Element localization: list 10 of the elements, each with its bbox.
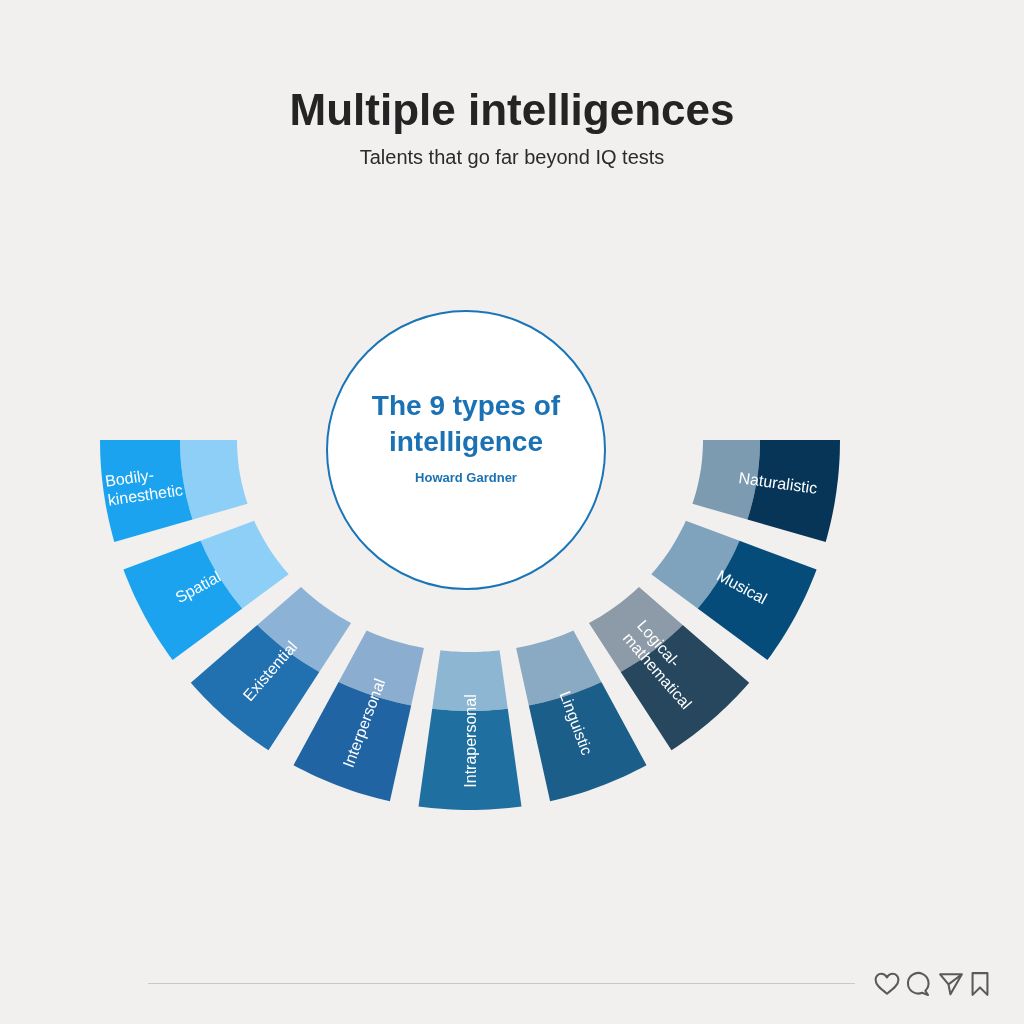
intelligence-segment xyxy=(418,650,522,810)
segment-label: Naturalistic xyxy=(737,468,819,499)
intelligence-segment xyxy=(100,440,248,542)
circle-heading: The 9 types of intelligence xyxy=(370,389,562,459)
intelligence-segment xyxy=(692,440,840,542)
author-name: Howard Gardner xyxy=(415,470,517,486)
subtitle: Talents that go far beyond IQ tests xyxy=(359,145,665,170)
segment-label: Intrapersonal xyxy=(460,694,480,788)
title: Multiple intelligences xyxy=(288,84,736,136)
segment-label: Bodily-kinesthetic xyxy=(103,465,185,510)
